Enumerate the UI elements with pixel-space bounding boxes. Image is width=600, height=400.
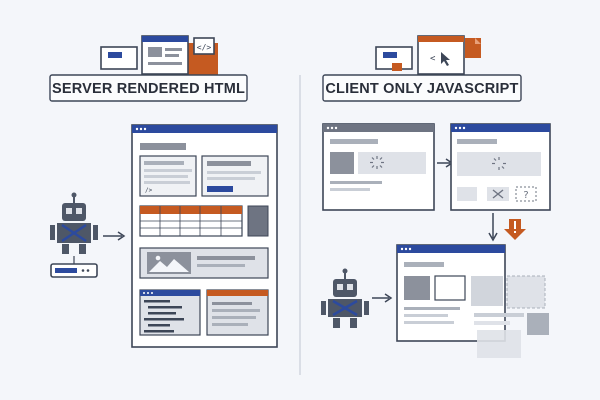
svg-text:/>: />	[145, 187, 153, 194]
broken-image-icon	[492, 189, 504, 199]
right-title-box: CLIENT ONLY JAVASCRIPT	[322, 74, 522, 102]
cursor-icon	[441, 52, 450, 66]
warning-arrow-icon	[504, 219, 526, 240]
svg-text:<: <	[430, 54, 436, 64]
left-arrow	[103, 231, 126, 241]
svg-text:?: ?	[523, 190, 528, 201]
left-header-illustration: </>	[100, 35, 218, 77]
left-title-box: SERVER RENDERED HTML	[49, 74, 248, 102]
right-arrow-1	[437, 158, 454, 168]
code-tag-icon: </>	[197, 43, 212, 52]
right-title: CLIENT ONLY JAVASCRIPT	[325, 81, 518, 97]
left-robot	[50, 192, 98, 254]
server-box	[50, 256, 98, 278]
loading-browser-1	[322, 123, 435, 211]
floating-fragments	[471, 275, 549, 358]
loading-spinner-icon	[370, 156, 384, 169]
right-header-illustration: <	[375, 35, 481, 75]
right-robot	[321, 268, 369, 328]
right-down-arrow	[488, 213, 498, 242]
left-title: SERVER RENDERED HTML	[52, 81, 245, 97]
right-arrow-2	[372, 293, 393, 303]
loading-browser-2: ?	[450, 123, 551, 211]
server-rendered-browser: />	[131, 124, 278, 348]
